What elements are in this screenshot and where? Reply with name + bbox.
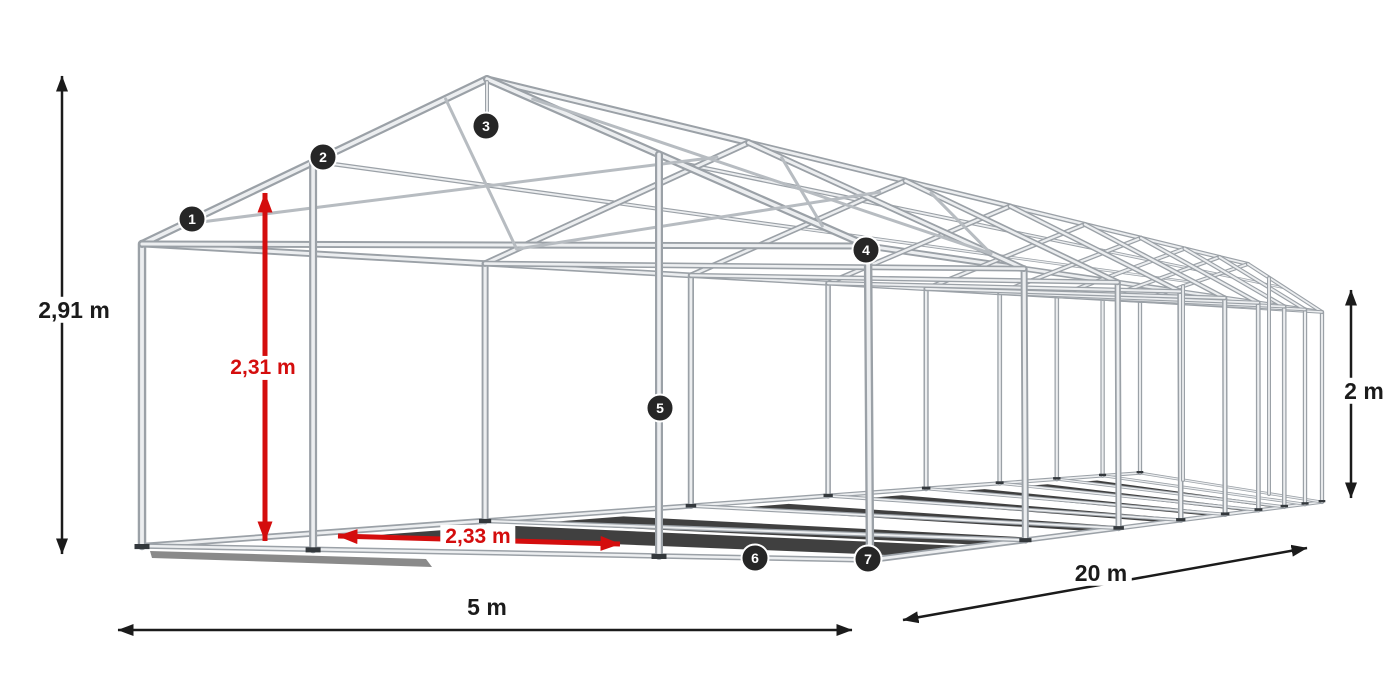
- frame-tube-highlight: [689, 274, 1119, 284]
- part-marker-7: 7: [853, 544, 883, 574]
- part-markers: 1 2 3 4 5 6 7: [177, 111, 883, 574]
- part-marker-dot: [471, 111, 501, 141]
- part-marker-3: 3: [471, 111, 501, 141]
- frame-tube-highlight: [797, 227, 920, 246]
- post-base-plate: [1099, 473, 1107, 477]
- post-base-plate: [1136, 471, 1144, 474]
- frame-tube-highlight: [1139, 236, 1260, 304]
- frame-tube-highlight: [615, 202, 800, 229]
- part-marker-dot: [645, 393, 675, 423]
- dim-label-entrance-width: 2,33 m: [440, 524, 516, 550]
- frame-tube-highlight: [866, 244, 872, 562]
- frame-tube-highlight: [1218, 256, 1306, 311]
- post-base-plate: [1280, 504, 1288, 508]
- post-base-plate: [305, 547, 321, 553]
- roof-brace: [929, 191, 993, 256]
- part-marker-4: 4: [851, 235, 881, 265]
- frame-tube-highlight: [998, 292, 1260, 304]
- frame-tube-highlight: [827, 487, 928, 497]
- frame-tube-highlight: [1160, 277, 1195, 284]
- post-base-plate: [1301, 502, 1309, 505]
- part-marker-dot: [308, 142, 338, 172]
- part-marker-6: 6: [740, 543, 770, 573]
- dim-label-side-height: 2 m: [1339, 377, 1389, 405]
- frame-tube-highlight: [925, 487, 1226, 516]
- part-marker-dot: [740, 543, 770, 573]
- frame-tube-highlight: [999, 482, 1260, 511]
- frame-tube-highlight: [904, 179, 1012, 208]
- post-base-plate: [1254, 508, 1263, 511]
- frame-tube-highlight: [1009, 204, 1182, 293]
- post-base-plate: [995, 481, 1004, 484]
- dim-label-width: 5 m: [462, 593, 512, 621]
- part-marker-dot: [177, 204, 207, 234]
- frame-tube-highlight: [1009, 205, 1087, 226]
- frame-tube-highlight: [866, 244, 1026, 271]
- post-base-plate: [823, 493, 833, 497]
- frame-tube-highlight: [1139, 472, 1323, 503]
- frame-tube-highlight: [1004, 255, 1071, 267]
- frame-tube-highlight: [1101, 475, 1306, 505]
- frame-tube-highlight: [904, 179, 1119, 284]
- dim-label-length: 20 m: [1069, 559, 1133, 587]
- part-marker-dot: [853, 544, 883, 574]
- post-base-plate: [1318, 500, 1326, 503]
- post-base-plate: [1113, 526, 1124, 530]
- part-marker-2: 2: [308, 142, 338, 172]
- post-base-plate: [921, 486, 931, 490]
- frame-tube-highlight: [483, 262, 1026, 271]
- post-base-plate: [1053, 477, 1061, 480]
- post-base-plate: [651, 553, 667, 559]
- frame-tube-highlight: [484, 519, 1027, 542]
- roof-brace: [780, 156, 824, 228]
- part-marker-5: 5: [645, 393, 675, 423]
- frame-tube-highlight: [1178, 290, 1183, 522]
- roof-brace: [531, 97, 993, 256]
- part-marker-1: 1: [177, 204, 207, 234]
- dim-label-total-height: 2,91 m: [33, 296, 115, 324]
- frame-tube-highlight: [1117, 518, 1182, 530]
- part-marker-number: 6: [751, 550, 759, 566]
- frame-tube-highlight: [1056, 478, 1285, 508]
- frame-tube-highlight: [140, 242, 870, 248]
- frame-tube-highlight: [827, 494, 1182, 521]
- frame-tube-highlight: [485, 77, 751, 145]
- post-base-plate: [134, 544, 150, 550]
- frame-tube-highlight: [885, 204, 1013, 233]
- part-marker-number: 7: [864, 551, 872, 567]
- tent-frame: [134, 75, 1326, 565]
- post-base-plate: [1220, 512, 1230, 516]
- part-marker-number: 5: [656, 400, 664, 416]
- part-marker-number: 2: [319, 149, 327, 165]
- post-base-plate: [685, 503, 697, 508]
- frame-tube-highlight: [690, 504, 1120, 529]
- roof-brace: [515, 190, 882, 251]
- frame-tube-highlight: [1010, 230, 1096, 250]
- floor-shadow: [150, 551, 432, 567]
- frame-tube-highlight: [1083, 223, 1226, 299]
- part-marker-number: 3: [482, 118, 490, 134]
- post-base-plate: [479, 518, 492, 523]
- frame-tube-highlight: [1022, 267, 1028, 542]
- frame-tube-highlight: [747, 141, 907, 183]
- roof-brace: [444, 97, 519, 251]
- frame-tube-highlight: [1116, 280, 1120, 530]
- part-marker-dot: [851, 235, 881, 265]
- part-marker-number: 4: [862, 242, 870, 258]
- dim-label-entrance-height: 2,31 m: [225, 355, 301, 381]
- frame-tube-highlight: [1247, 263, 1323, 313]
- frame-tube-highlight: [925, 287, 1226, 299]
- post-base-plate: [1019, 538, 1032, 543]
- frame-tube-highlight: [689, 494, 830, 507]
- frame-tube-highlight: [747, 141, 1026, 271]
- floor-shadows: [150, 480, 1283, 567]
- part-marker-number: 1: [188, 211, 196, 227]
- frame-tube-highlight: [925, 482, 1001, 490]
- post-base-plate: [1176, 518, 1186, 522]
- frame-tube-highlight: [313, 160, 618, 205]
- frame-tube-highlight: [827, 282, 1182, 293]
- frame-tube-highlight: [1024, 526, 1120, 542]
